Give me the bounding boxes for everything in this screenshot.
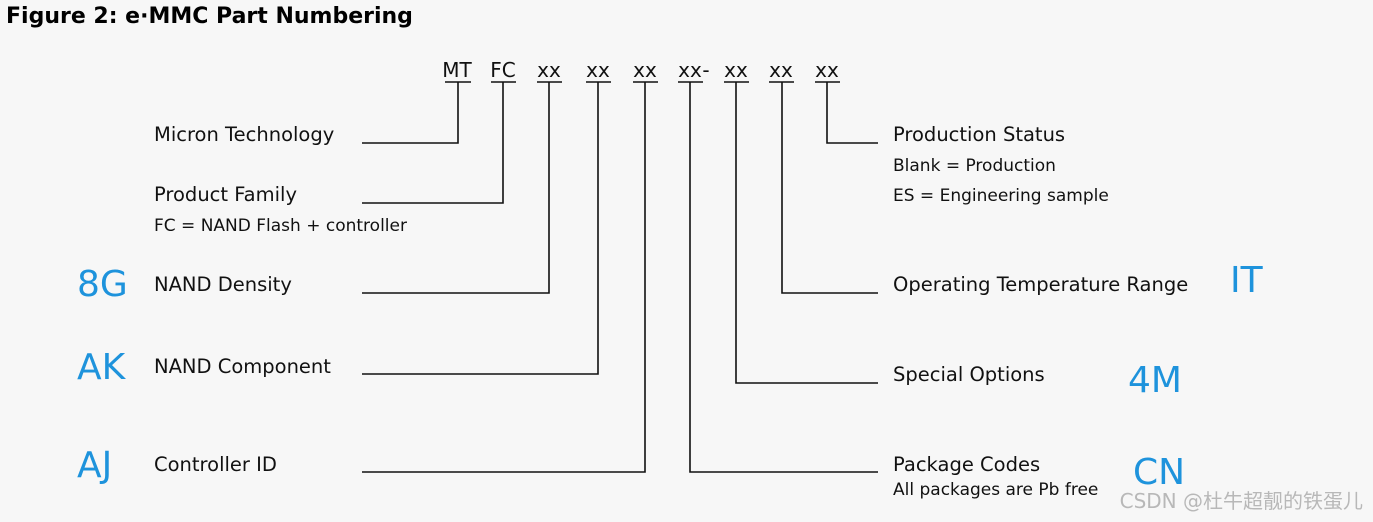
part-code-dash: - — [702, 58, 710, 82]
part-code-temperature: xx — [769, 58, 793, 82]
part-code-package: xx — [678, 58, 702, 82]
label-nand-density: NAND Density — [154, 273, 292, 296]
annotation-nand-component: AK — [77, 347, 126, 388]
label-production-status: Production Status — [893, 123, 1066, 146]
part-code-status: xx — [815, 58, 839, 82]
part-code-fc: FC — [490, 58, 516, 82]
connector-controller-id — [362, 82, 646, 473]
label-controller-id: Controller ID — [154, 453, 277, 476]
annotation-package-codes: CN — [1133, 452, 1186, 493]
connector-special-options — [735, 82, 878, 384]
desc-product-family: FC = NAND Flash + controller — [154, 216, 407, 236]
annotation-temperature-range: IT — [1230, 260, 1263, 301]
label-operating-temperature: Operating Temperature Range — [893, 273, 1189, 296]
connector-micron-technology — [362, 82, 459, 144]
figure-title: Figure 2: e·MMC Part Numbering — [6, 4, 413, 29]
watermark: CSDN @杜牛超靓的铁蛋儿 — [1119, 489, 1363, 513]
connector-production-status — [826, 82, 878, 144]
label-special-options: Special Options — [893, 363, 1045, 386]
connector-nand-density — [362, 82, 550, 294]
part-code-mt: MT — [442, 58, 472, 82]
annotation-controller-id: AJ — [77, 445, 113, 486]
label-nand-component: NAND Component — [154, 355, 331, 378]
label-product-family: Product Family — [154, 183, 297, 206]
desc-production-blank: Blank = Production — [893, 156, 1056, 176]
label-micron-technology: Micron Technology — [154, 123, 335, 146]
desc-production-es: ES = Engineering sample — [893, 186, 1109, 206]
connector-package-codes — [689, 82, 878, 473]
part-code-controller: xx — [633, 58, 657, 82]
desc-package-codes: All packages are Pb free — [893, 480, 1099, 500]
part-code-component: xx — [586, 58, 610, 82]
annotation-special-options: 4M — [1128, 360, 1182, 401]
connector-operating-temperature — [781, 82, 878, 294]
connector-nand-component — [362, 82, 599, 375]
part-code-special: xx — [724, 58, 748, 82]
part-code-density: xx — [537, 58, 561, 82]
annotation-nand-density: 8G — [77, 264, 128, 305]
connector-product-family — [362, 82, 504, 204]
label-package-codes: Package Codes — [893, 453, 1041, 476]
